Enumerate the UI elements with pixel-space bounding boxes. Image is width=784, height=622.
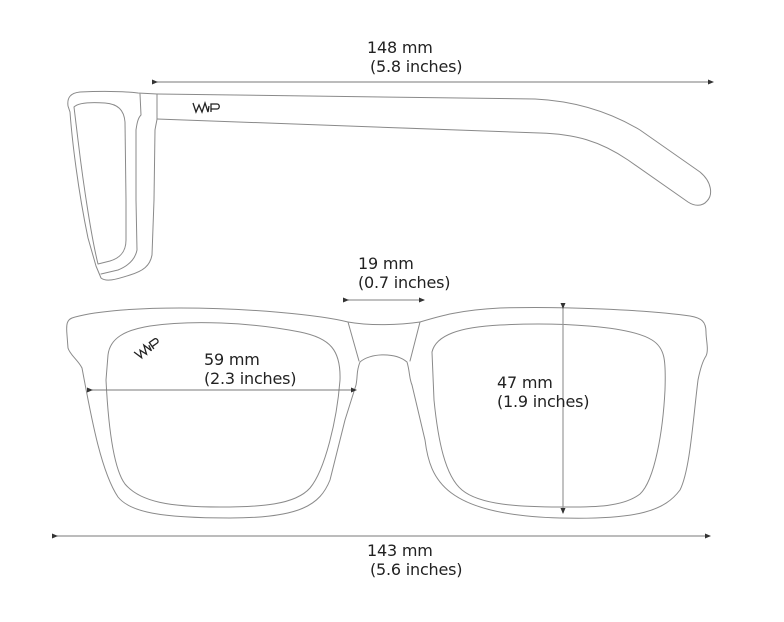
lens-side-outer xyxy=(100,93,142,275)
bridge-left-edge xyxy=(347,321,360,362)
lens-side-inner xyxy=(73,102,127,265)
lens-height-label: 47 mm (1.9 inches) xyxy=(497,373,590,411)
temple-length-inches: (5.8 inches) xyxy=(370,57,463,76)
temple-length-label: 148 mm (5.8 inches) xyxy=(367,38,463,76)
front-view xyxy=(66,306,708,519)
front-frame-side-outline xyxy=(67,90,158,281)
frame-width-inches: (5.6 inches) xyxy=(370,560,463,579)
lens-height-mm: 47 mm xyxy=(497,373,553,392)
temple-arm-outline xyxy=(156,93,712,206)
lens-width-inches: (2.3 inches) xyxy=(204,369,297,388)
side-view xyxy=(67,90,712,281)
front-frame-outer-outline xyxy=(66,306,708,519)
brand-logo-temple xyxy=(192,100,220,114)
lens-height-inches: (1.9 inches) xyxy=(497,392,590,411)
bridge-right-edge xyxy=(409,321,421,362)
lens-width-label: 59 mm (2.3 inches) xyxy=(204,350,297,388)
frame-width-label: 143 mm (5.6 inches) xyxy=(367,541,463,579)
brand-logo-lens xyxy=(133,338,159,360)
right-lens-outline xyxy=(431,323,666,508)
temple-length-mm: 148 mm xyxy=(367,38,433,57)
bridge-width-inches: (0.7 inches) xyxy=(358,273,451,292)
frame-width-mm: 143 mm xyxy=(367,541,433,560)
bridge-width-mm: 19 mm xyxy=(358,254,414,273)
bridge-width-label: 19 mm (0.7 inches) xyxy=(358,254,451,292)
lens-width-mm: 59 mm xyxy=(204,350,260,369)
left-lens-outline xyxy=(105,322,341,508)
